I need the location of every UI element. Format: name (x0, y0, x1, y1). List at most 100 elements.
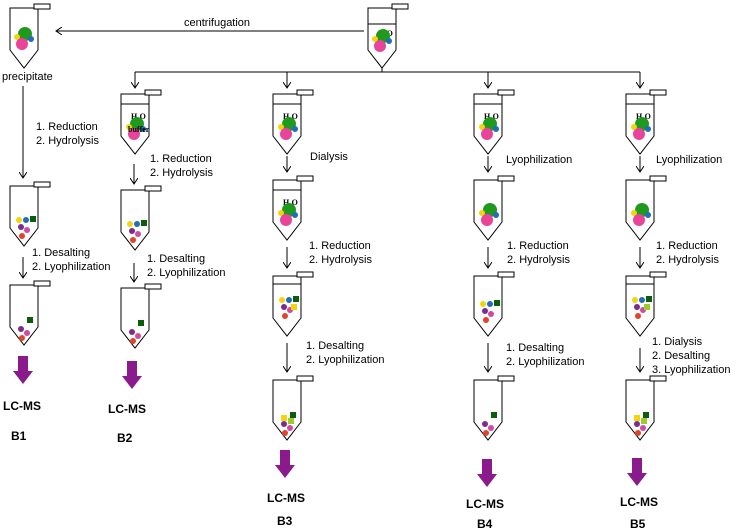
fragment-purple (634, 304, 640, 310)
fragment-pink (24, 227, 30, 233)
protein-yellow (372, 36, 378, 42)
tube-body (473, 379, 503, 441)
protein-magenta (280, 214, 292, 226)
b5-lcms-label: LC-MS (620, 495, 658, 509)
b4-tube-hydrolyzed (473, 271, 515, 337)
b3-tube-dialyzed: H₂O (272, 175, 314, 241)
buffer-label: buffer (128, 125, 150, 134)
protein-blue (645, 126, 651, 132)
fragment-square (491, 412, 497, 418)
protein-blue (292, 126, 298, 132)
fragment-red (130, 237, 136, 243)
b3-step-reduction: 1. Reduction (309, 240, 371, 252)
protein-magenta (280, 128, 292, 140)
fragment-pink (135, 231, 141, 237)
b2-step-desalting: 1. Desalting (147, 253, 205, 265)
fragment-pink (488, 425, 494, 431)
tube-cap (296, 89, 314, 96)
fragment-red (282, 313, 288, 319)
fragment-pink (640, 425, 646, 431)
fragment-square-yellow (291, 304, 297, 310)
fragment-yellow (279, 297, 285, 303)
b2-tube-hydrolyzed (120, 185, 162, 251)
fragment-purple (281, 421, 287, 427)
b5-step-desalting: 2. Desalting (652, 350, 710, 362)
b2-lcms-label: LC-MS (108, 402, 146, 416)
fragment-purple (18, 326, 24, 332)
tube-cap (649, 271, 667, 278)
protein-magenta (374, 40, 386, 52)
fragment-square (290, 412, 296, 418)
tube-cap (391, 3, 409, 10)
b3-step-hydrolysis: 2. Hydrolysis (309, 254, 372, 266)
b3-lcms-arrow (275, 450, 295, 478)
b1-tube-hydrolyzed (9, 181, 51, 247)
fragment-yellow (16, 217, 22, 223)
b5-step-lyophilization-3: 3. Lyophilization (652, 364, 730, 376)
fragment-red (483, 430, 489, 436)
b4-step-hydrolysis: 2. Hydrolysis (507, 254, 570, 266)
protein-magenta (633, 214, 645, 226)
fragment-square (27, 317, 33, 323)
b5-step-reduction: 1. Reduction (656, 240, 718, 252)
protein-blue (386, 38, 392, 44)
tube-cap (497, 271, 515, 278)
b4-step-lyophilization: Lyophilization (506, 154, 572, 166)
b5-step-hydrolysis: 2. Hydrolysis (656, 254, 719, 266)
b5-lcms-arrow (627, 458, 647, 486)
h2o-label: H₂O (636, 112, 651, 121)
tube-cap (33, 280, 51, 287)
b1-step-hydrolysis: 2. Hydrolysis (36, 135, 99, 147)
fragment-purple (482, 308, 488, 314)
tube-cap (649, 175, 667, 182)
b4-tube-lyophilized (473, 175, 515, 241)
tube-body (272, 275, 302, 337)
fragment-square (141, 220, 147, 226)
protein-magenta (128, 128, 140, 140)
protein-yellow (278, 124, 284, 130)
tube-cap (144, 283, 162, 290)
protein-yellow (14, 34, 20, 40)
protein-blue (292, 212, 298, 218)
h2o-label: H₂O (131, 112, 146, 121)
b3-tube-hydrolyzed (272, 271, 314, 337)
protein-yellow (126, 124, 132, 130)
fragment-square (138, 320, 144, 326)
tube-body (9, 185, 39, 247)
protein-yellow (278, 210, 284, 216)
b2-step-reduction: 1. Reduction (150, 153, 212, 165)
fragment-square (643, 412, 649, 418)
b4-lcms-arrow (477, 459, 497, 487)
fragment-red (635, 313, 641, 319)
b5-step-lyophilization: Lyophilization (656, 154, 722, 166)
tube-body (120, 189, 150, 251)
b3-branch-label: B3 (277, 514, 293, 528)
fragment-square-yellow (281, 415, 287, 421)
tube-cap (649, 375, 667, 382)
fragment-pink (488, 311, 494, 317)
protein-blue (28, 36, 34, 42)
b4-branch-label: B4 (477, 517, 493, 531)
source-tube: H₂O (367, 3, 409, 69)
fragment-purple (634, 421, 640, 427)
fragment-red (282, 430, 288, 436)
fragment-yellow (632, 297, 638, 303)
h2o-label: H₂O (283, 198, 298, 207)
tube-body (625, 275, 655, 337)
tube-cap (497, 89, 515, 96)
b5-branch-label: B5 (630, 517, 646, 531)
b3-tube-h2o: H₂O (272, 89, 314, 155)
protein-blue (493, 212, 499, 218)
fragment-blue (23, 217, 29, 223)
protein-blue (140, 126, 146, 132)
b5-tube-h2o: H₂O (625, 89, 667, 155)
b4-step-reduction: 1. Reduction (507, 240, 569, 252)
protein-magenta (16, 38, 28, 50)
protein-yellow (479, 124, 485, 130)
tube-cap (33, 181, 51, 188)
b4-tube-dried (473, 375, 515, 441)
tubes: H₂OH₂ObufferH₂OH₂OH₂OH₂O (9, 3, 667, 487)
b2-step-hydrolysis: 2. Hydrolysis (150, 167, 213, 179)
fragment-red (19, 233, 25, 239)
connector-lines (23, 31, 640, 372)
